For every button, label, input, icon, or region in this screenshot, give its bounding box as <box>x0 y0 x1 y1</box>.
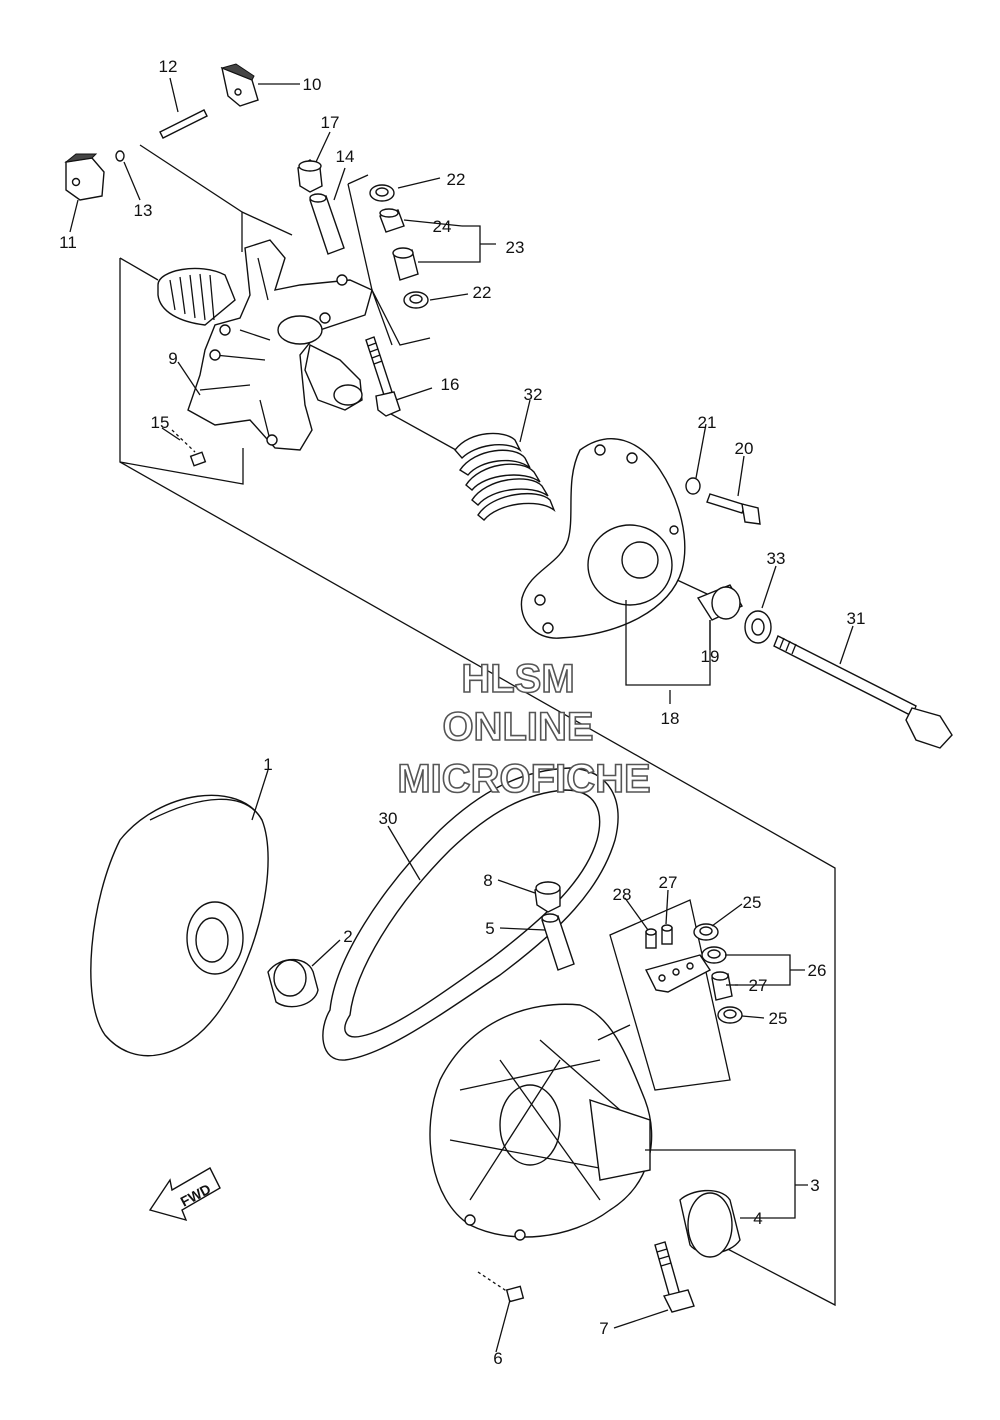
pin-part <box>159 109 208 139</box>
spider-bracket-outline <box>119 258 244 485</box>
washer-25b-part <box>717 1006 743 1024</box>
set-screw-part <box>171 429 207 467</box>
washer-25a-part <box>693 923 719 941</box>
callout-26: 26 <box>808 961 827 980</box>
callout-25-top: 25 <box>743 893 762 912</box>
callout-2: 2 <box>343 927 352 946</box>
washer-33-part <box>744 610 772 644</box>
callout-33: 33 <box>767 549 786 568</box>
callout-22-bottom: 22 <box>473 283 492 302</box>
nut-part <box>297 159 323 193</box>
callout-12: 12 <box>159 57 178 76</box>
fixed-sheave-part <box>90 794 269 1057</box>
callout-5: 5 <box>485 919 494 938</box>
callout-17: 17 <box>321 113 340 132</box>
bushing-19-part <box>696 584 743 621</box>
spring-part <box>454 432 556 521</box>
watermark-line3: MICROFICHE <box>397 757 650 801</box>
arm-leader <box>597 1024 631 1041</box>
callout-15: 15 <box>151 413 170 432</box>
washer-lower-part <box>403 291 429 309</box>
assembly-centerline <box>119 461 836 1307</box>
callout-18: 18 <box>661 709 680 728</box>
spring-centerline <box>379 407 466 456</box>
drive-belt-part <box>322 767 619 1061</box>
watermark: HLSM ONLINE MICROFICHE <box>397 656 652 802</box>
callout-31: 30 <box>379 809 398 828</box>
callout-7: 7 <box>599 1319 608 1338</box>
bushing-4-part <box>679 1189 741 1258</box>
bushing-26-part <box>701 946 727 964</box>
callout-22-top: 22 <box>447 170 466 189</box>
bolt-7-part <box>654 1241 695 1313</box>
callout-28: 27 <box>659 873 678 892</box>
callout-9: 9 <box>168 349 177 368</box>
callout-19: 19 <box>701 647 720 666</box>
callout-29: 28 <box>613 885 632 904</box>
callout-24: 24 <box>433 217 452 236</box>
washer-upper-part <box>369 184 395 202</box>
callout-3: 3 <box>810 1176 819 1195</box>
pin-29-part <box>645 928 657 949</box>
long-bolt-part <box>773 635 953 749</box>
bushing-bracket <box>347 174 431 346</box>
callout-1: 1 <box>263 755 272 774</box>
slider-leader <box>139 144 243 252</box>
fwd-arrow-icon: FWD <box>148 1167 221 1222</box>
callout-11: 11 <box>59 233 77 252</box>
bolt-20-part <box>706 493 761 525</box>
callout-10: 10 <box>303 75 322 94</box>
callout-16: 16 <box>441 375 460 394</box>
movable-sheave-part <box>429 1003 653 1241</box>
callout-4: 4 <box>753 1209 762 1228</box>
callout-27: 27 <box>749 976 768 995</box>
spacer-part <box>267 958 319 1008</box>
roller-part <box>392 247 419 281</box>
callout-8: 8 <box>483 871 492 890</box>
callout-30: 32 <box>524 385 543 404</box>
screw-6-part <box>477 1271 525 1303</box>
collar-part <box>309 193 345 255</box>
arm-part <box>644 954 712 993</box>
callout-21: 21 <box>698 413 717 432</box>
washer-21-part <box>685 477 701 495</box>
callout-leaders <box>69 77 854 1353</box>
roller-27-part <box>711 971 733 1001</box>
callout-25-bottom: 25 <box>769 1009 788 1028</box>
spider-part <box>157 239 373 451</box>
callout-6: 6 <box>493 1349 502 1368</box>
slider-shoe-part <box>220 63 259 107</box>
callout-32: 31 <box>847 609 866 628</box>
callout-14: 14 <box>336 147 355 166</box>
watermark-line2: ONLINE <box>442 705 593 749</box>
callout-23: 23 <box>506 238 525 257</box>
callout-20: 20 <box>735 439 754 458</box>
bracket-leader <box>119 257 159 281</box>
arm-bracket <box>609 899 731 1091</box>
bolt-part <box>365 336 401 417</box>
spring-cover-part <box>520 438 686 639</box>
bushing-part <box>379 208 405 233</box>
watermark-line1: HLSM <box>461 657 574 701</box>
nut-8-part <box>534 881 561 913</box>
slider-leader-2 <box>241 211 293 236</box>
cover-bracket <box>625 600 711 686</box>
callout-labels: 12 10 17 14 22 13 11 24 23 22 9 16 32 15… <box>59 57 865 1368</box>
pin-28-part <box>661 924 673 945</box>
slider-block-part <box>64 153 105 201</box>
collar-5-part <box>541 913 575 971</box>
o-ring-part <box>115 150 125 162</box>
callout-13: 13 <box>134 201 153 220</box>
